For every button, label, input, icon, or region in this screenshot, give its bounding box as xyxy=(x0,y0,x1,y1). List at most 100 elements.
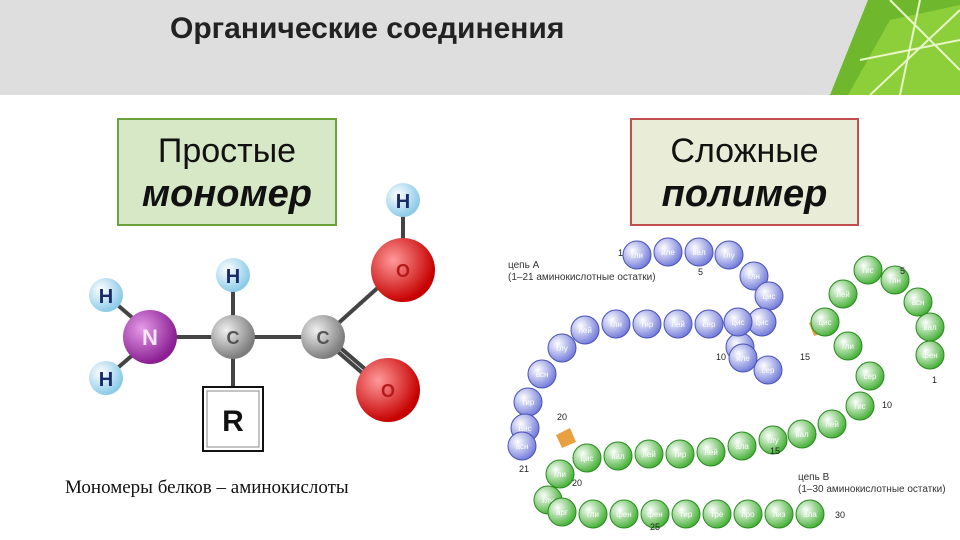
position-number: 15 xyxy=(800,352,810,362)
amino-acid-molecule: H H H H N C C O O R xyxy=(89,183,435,452)
o-label: O xyxy=(396,261,410,281)
chain-b-residue-label: сер xyxy=(864,372,877,381)
chain-a-residue xyxy=(694,309,724,339)
chain-b-residue xyxy=(572,443,602,473)
polymer-label: полимер xyxy=(661,173,828,215)
position-number: 20 xyxy=(572,478,582,488)
chain-b-residue-label: лей xyxy=(825,420,839,429)
chain-b-residue-label: асн xyxy=(912,298,925,307)
h-label: H xyxy=(226,266,240,288)
chain-b-residue-label: цис xyxy=(580,454,593,463)
chain-b-residue-label: ала xyxy=(735,442,749,451)
chain-b-residue xyxy=(547,497,577,527)
chain-b-residue-label: вал xyxy=(795,430,809,439)
chain-b-residue xyxy=(609,499,639,529)
chain-b-residue xyxy=(603,441,633,471)
position-number: 10 xyxy=(716,352,726,362)
position-number: 15 xyxy=(770,446,780,456)
chain-b-residue xyxy=(855,361,885,391)
chain-a-residue xyxy=(570,315,600,345)
chain-b: фенваласнглнгислейцисглисергислейвалглуа… xyxy=(533,255,945,529)
chain-b-residue xyxy=(665,439,695,469)
chain-a-residue-label: вал xyxy=(692,248,706,257)
chain-a-residue-label: цис xyxy=(762,292,775,301)
chain-b-residue-label: тир xyxy=(680,510,693,519)
chain-a-residue-label: сер xyxy=(762,366,775,375)
chain-b-residue-label: глу xyxy=(542,496,553,505)
chain-b-residue-label: глу xyxy=(767,436,778,445)
chain-b-residue xyxy=(795,499,825,529)
chain-b-residue xyxy=(764,499,794,529)
chain-a-residue xyxy=(601,309,631,339)
chain-a-residue xyxy=(684,237,714,267)
chain-a-residue xyxy=(653,237,683,267)
h-label: H xyxy=(396,191,410,213)
chain-a-residue xyxy=(527,359,557,389)
chain-b-residue-label: лей xyxy=(704,448,718,457)
chain-a-residue-label: лей xyxy=(578,326,592,335)
chain-b-residue xyxy=(810,307,840,337)
chain-b-residue-label: фен xyxy=(922,351,937,360)
chain-b-residue xyxy=(853,255,883,285)
chain-a-residue-label: глн xyxy=(748,272,760,281)
position-number: 1 xyxy=(618,248,623,258)
chain-b-residue xyxy=(915,312,945,342)
position-number: 20 xyxy=(557,412,567,422)
insulin-structure: цепь А (1–21 аминокислотные остатки) цеп… xyxy=(507,237,946,530)
c-label: C xyxy=(317,328,330,348)
complex-label-box: Сложные полимер xyxy=(630,118,859,226)
chain-b-residue xyxy=(758,425,788,455)
chain-a-residue-label: цис xyxy=(731,318,744,327)
chain-b-desc: (1–30 аминокислотные остатки) xyxy=(798,484,946,495)
chain-a-residue xyxy=(723,307,753,337)
leaf-decoration xyxy=(830,0,960,95)
hydrogen-atom xyxy=(89,183,420,395)
position-number: 10 xyxy=(882,400,892,410)
simple-label-box: Простые мономер xyxy=(117,118,337,226)
chain-a-residue-label: глн xyxy=(610,320,622,329)
chain-b-residue-label: ала xyxy=(803,510,817,519)
chain-a-residue-label: иле xyxy=(736,354,750,363)
n-label: N xyxy=(142,325,158,350)
position-number: 25 xyxy=(650,522,660,530)
chain-a-residue-label: иле xyxy=(661,248,675,257)
h-label: H xyxy=(99,286,113,308)
chain-b-residue-label: цис xyxy=(818,318,831,327)
chain-b-residue-label: глн xyxy=(889,276,901,285)
chain-b-residue-label: вал xyxy=(611,452,625,461)
position-number: 5 xyxy=(900,266,905,276)
chain-a-residue xyxy=(507,431,537,461)
chain-b-residue-label: лей xyxy=(642,450,656,459)
chain-a-label: цепь А xyxy=(508,260,540,271)
chain-a-residue-label: сер xyxy=(703,320,716,329)
chain-b-residue xyxy=(817,409,847,439)
nitrogen-atom xyxy=(123,310,177,364)
chain-b-residue-label: лиз xyxy=(773,510,786,519)
chain-a-residue-label: лей xyxy=(671,320,685,329)
chain-b-residue-label: тре xyxy=(711,510,724,519)
chain-b-residue xyxy=(634,439,664,469)
chain-b-residue xyxy=(733,499,763,529)
chain-a: глиилевалглуглнцисцистресерилециссерлейт… xyxy=(507,237,784,461)
chain-a-residue xyxy=(622,240,652,270)
chain-a-residue-label: тир xyxy=(522,398,535,407)
c-label: C xyxy=(227,328,240,348)
chain-b-residue-label: гли xyxy=(554,470,566,479)
chain-b-residue-label: арг xyxy=(556,508,568,517)
chain-b-residue xyxy=(671,499,701,529)
chain-a-residue-label: цис xyxy=(755,318,768,327)
simple-label: Простые xyxy=(157,132,297,170)
chain-b-residue xyxy=(903,287,933,317)
carbon-atom xyxy=(301,315,345,359)
chain-a-residue-label: глу xyxy=(723,251,734,260)
o-label: O xyxy=(381,381,395,401)
carbon-atom xyxy=(211,315,255,359)
chain-a-residue-label: тир xyxy=(641,320,654,329)
chain-b-residue-label: тир xyxy=(674,450,687,459)
chain-b-residue xyxy=(828,279,858,309)
position-number: 5 xyxy=(698,267,703,277)
chain-b-residue xyxy=(727,431,757,461)
chain-a-residue xyxy=(663,309,693,339)
header-bar: Органические соединения xyxy=(0,0,960,95)
